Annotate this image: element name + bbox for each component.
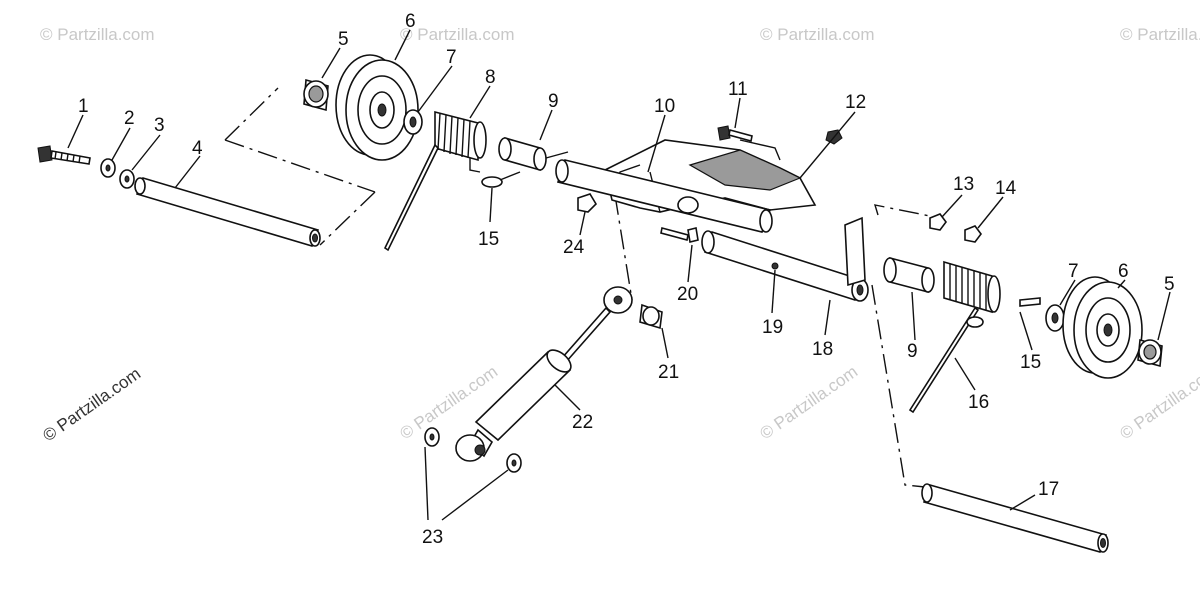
part-15-spring-clip-right xyxy=(966,316,984,328)
callout-21: 21 xyxy=(658,362,679,383)
watermark-far-right: © Partzilla.com xyxy=(1120,25,1200,44)
callout-6-left: 6 xyxy=(405,11,416,32)
leader-lines xyxy=(67,29,1171,521)
callout-11: 11 xyxy=(728,79,748,100)
watermark-mid-right: © Partzilla.com xyxy=(756,362,861,443)
callout-12: 12 xyxy=(845,92,866,113)
callout-15-right: 15 xyxy=(1020,352,1041,373)
part-7-washer-left-hole xyxy=(409,116,417,128)
callout-17: 17 xyxy=(1038,479,1059,500)
callout-19: 19 xyxy=(762,317,783,338)
callout-7-left: 7 xyxy=(446,47,457,68)
part-1-bolt xyxy=(37,145,91,165)
part-13-nut xyxy=(929,213,947,231)
callout-8-left: 8 xyxy=(485,67,496,88)
part-16-spring-arm xyxy=(908,306,980,414)
part-15-spring-clip-left xyxy=(481,171,521,188)
callout-9-right: 9 xyxy=(907,341,918,362)
callout-6-right: 6 xyxy=(1118,261,1129,282)
callout-9-left: 9 xyxy=(548,91,559,112)
part-5-bushing-left xyxy=(303,78,329,112)
callout-4: 4 xyxy=(192,138,203,159)
watermark-top-right: © Partzilla.com xyxy=(760,25,875,44)
callout-5-right: 5 xyxy=(1164,274,1175,295)
part-18-lower-shaft xyxy=(701,216,869,302)
part-24-nut xyxy=(577,193,598,213)
watermark-top-center: © Partzilla.com xyxy=(400,25,515,44)
part-8-torsion-spring-left xyxy=(383,110,487,252)
part-9-bushing-left xyxy=(498,136,569,172)
part-23-washer-top-hole xyxy=(429,433,435,441)
callout-1: 1 xyxy=(78,96,89,117)
watermark-mid-center: © Partzilla.com xyxy=(396,362,501,443)
callout-13: 13 xyxy=(953,174,974,195)
part-2-washer-hole xyxy=(105,164,111,172)
part-9-bushing-right xyxy=(883,256,935,294)
part-14-nut xyxy=(964,225,982,243)
part-19-grease-fitting xyxy=(771,262,779,270)
part-8-torsion-spring-right xyxy=(943,260,1041,314)
watermark-bottom-right: © Partzilla.com xyxy=(1116,362,1200,443)
assembly-guide-lines xyxy=(224,87,941,488)
part-3-washer-hole xyxy=(124,175,130,183)
callout-2: 2 xyxy=(124,108,135,129)
watermark-top-left: © Partzilla.com xyxy=(40,25,155,44)
callout-20: 20 xyxy=(677,284,698,305)
callout-18: 18 xyxy=(812,339,833,360)
part-10-cross-shaft xyxy=(555,159,773,233)
part-6-wheel-left xyxy=(335,54,419,161)
callout-24: 24 xyxy=(563,237,585,258)
part-23-washer-bottom-hole xyxy=(511,459,517,467)
part-21-bushing xyxy=(639,303,663,330)
callout-15-left: 15 xyxy=(478,229,499,250)
callout-10: 10 xyxy=(654,96,675,117)
part-4-shaft xyxy=(134,177,321,247)
callout-16: 16 xyxy=(968,392,989,413)
callouts: 1 2 3 4 5 6 7 8 9 10 11 12 13 14 15 24 2… xyxy=(78,11,1175,548)
part-5-bushing-right xyxy=(1137,338,1163,368)
watermark-left-rotated: © Partzilla.com xyxy=(39,364,144,445)
callout-5-left: 5 xyxy=(338,29,349,50)
part-11-bolt xyxy=(717,125,753,142)
watermarks: © Partzilla.com © Partzilla.com © Partzi… xyxy=(40,25,1200,443)
callout-14: 14 xyxy=(995,178,1017,199)
part-7-washer-right-hole xyxy=(1051,312,1059,324)
part-22-shock-absorber xyxy=(455,286,633,462)
part-20-bolt xyxy=(660,227,699,243)
part-6-wheel-right xyxy=(1062,276,1143,379)
callout-23: 23 xyxy=(422,527,443,548)
callout-22: 22 xyxy=(572,412,593,433)
callout-3: 3 xyxy=(154,115,165,136)
part-17-shaft xyxy=(921,483,1109,553)
callout-7-right: 7 xyxy=(1068,261,1079,282)
